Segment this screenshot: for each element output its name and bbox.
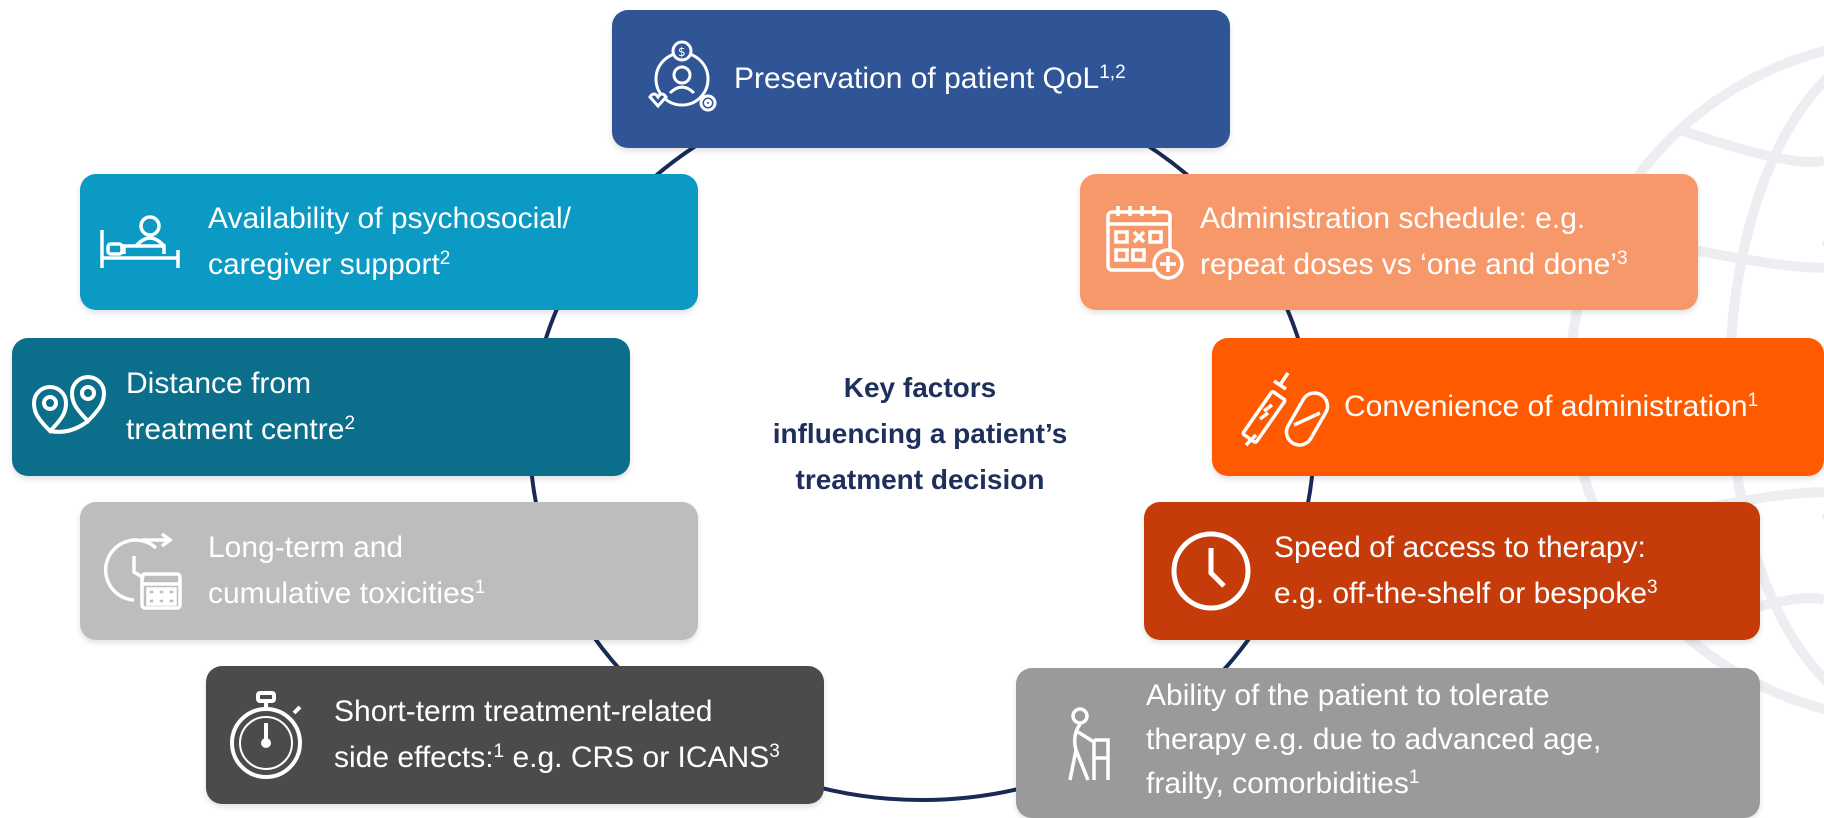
factor-schedule-line1: Administration schedule: e.g. bbox=[1200, 202, 1586, 235]
factor-speed-line2: e.g. off-the-shelf or bespoke bbox=[1274, 577, 1648, 610]
svg-text:$: $ bbox=[678, 45, 686, 59]
factor-qol: $ Preservation of patient QoL1,2 bbox=[612, 10, 1230, 148]
factor-short-term-line2a: side effects: bbox=[334, 741, 494, 774]
factor-tolerate-line1: Ability of the patient to tolerate bbox=[1146, 679, 1550, 712]
factor-speed-line1: Speed of access to therapy: bbox=[1274, 531, 1646, 564]
bedside-caregiver-icon bbox=[94, 200, 186, 284]
factor-convenience-label: Convenience of administration bbox=[1344, 390, 1748, 423]
factor-qol-label: Preservation of patient QoL bbox=[734, 62, 1100, 95]
patient-wellbeing-icon: $ bbox=[640, 37, 724, 121]
location-pins-icon bbox=[26, 365, 116, 449]
factor-tolerate-line2: therapy e.g. due to advanced age, bbox=[1146, 723, 1602, 756]
factor-short-term: Short-term treatment-related side effect… bbox=[206, 666, 824, 804]
factor-schedule: Administration schedule: e.g. repeat dos… bbox=[1080, 174, 1698, 310]
stopwatch-icon bbox=[224, 687, 308, 783]
factor-toxicities-line2: cumulative toxicities bbox=[208, 577, 475, 610]
factor-short-term-line1: Short-term treatment-related bbox=[334, 695, 713, 728]
factor-psychosocial-line2: caregiver support bbox=[208, 248, 440, 281]
factor-psychosocial-ref: 2 bbox=[439, 248, 451, 269]
factor-toxicities: Long-term and cumulative toxicities1 bbox=[80, 502, 698, 640]
factor-convenience-ref: 1 bbox=[1747, 390, 1759, 411]
clock-calendar-icon bbox=[94, 526, 186, 616]
factor-short-term-ref2: 3 bbox=[769, 741, 780, 762]
factor-tolerate: Ability of the patient to tolerate thera… bbox=[1016, 668, 1760, 818]
calendar-plus-icon bbox=[1102, 200, 1186, 284]
factor-distance: Distance from treatment centre2 bbox=[12, 338, 630, 476]
factor-psychosocial: Availability of psychosocial/ caregiver … bbox=[80, 174, 698, 310]
factor-distance-ref: 2 bbox=[344, 413, 356, 434]
factor-distance-line2: treatment centre bbox=[126, 413, 345, 446]
factor-convenience: Convenience of administration1 bbox=[1212, 338, 1824, 476]
factor-toxicities-ref: 1 bbox=[474, 577, 486, 598]
factor-toxicities-line1: Long-term and bbox=[208, 531, 404, 564]
factor-speed: Speed of access to therapy: e.g. off-the… bbox=[1144, 502, 1760, 640]
factor-schedule-line2: repeat doses vs ‘one and done’ bbox=[1200, 248, 1617, 281]
center-title: Key factors influencing a patient’s trea… bbox=[772, 372, 1068, 495]
factor-short-term-line2b: e.g. CRS or ICANS bbox=[504, 741, 770, 774]
factor-qol-ref: 1,2 bbox=[1099, 62, 1126, 83]
factor-short-term-ref1: 1 bbox=[493, 741, 505, 762]
factor-tolerate-line3: frailty, comorbidities bbox=[1146, 767, 1409, 800]
factor-tolerate-ref: 1 bbox=[1408, 767, 1420, 788]
clock-icon bbox=[1168, 528, 1254, 614]
factor-distance-line1: Distance from bbox=[126, 367, 312, 400]
factor-psychosocial-line1: Availability of psychosocial/ bbox=[208, 202, 571, 235]
factor-schedule-ref: 3 bbox=[1616, 248, 1628, 269]
syringe-pill-icon bbox=[1238, 361, 1330, 453]
elderly-walker-icon bbox=[1060, 706, 1116, 786]
factor-speed-ref: 3 bbox=[1647, 577, 1658, 598]
